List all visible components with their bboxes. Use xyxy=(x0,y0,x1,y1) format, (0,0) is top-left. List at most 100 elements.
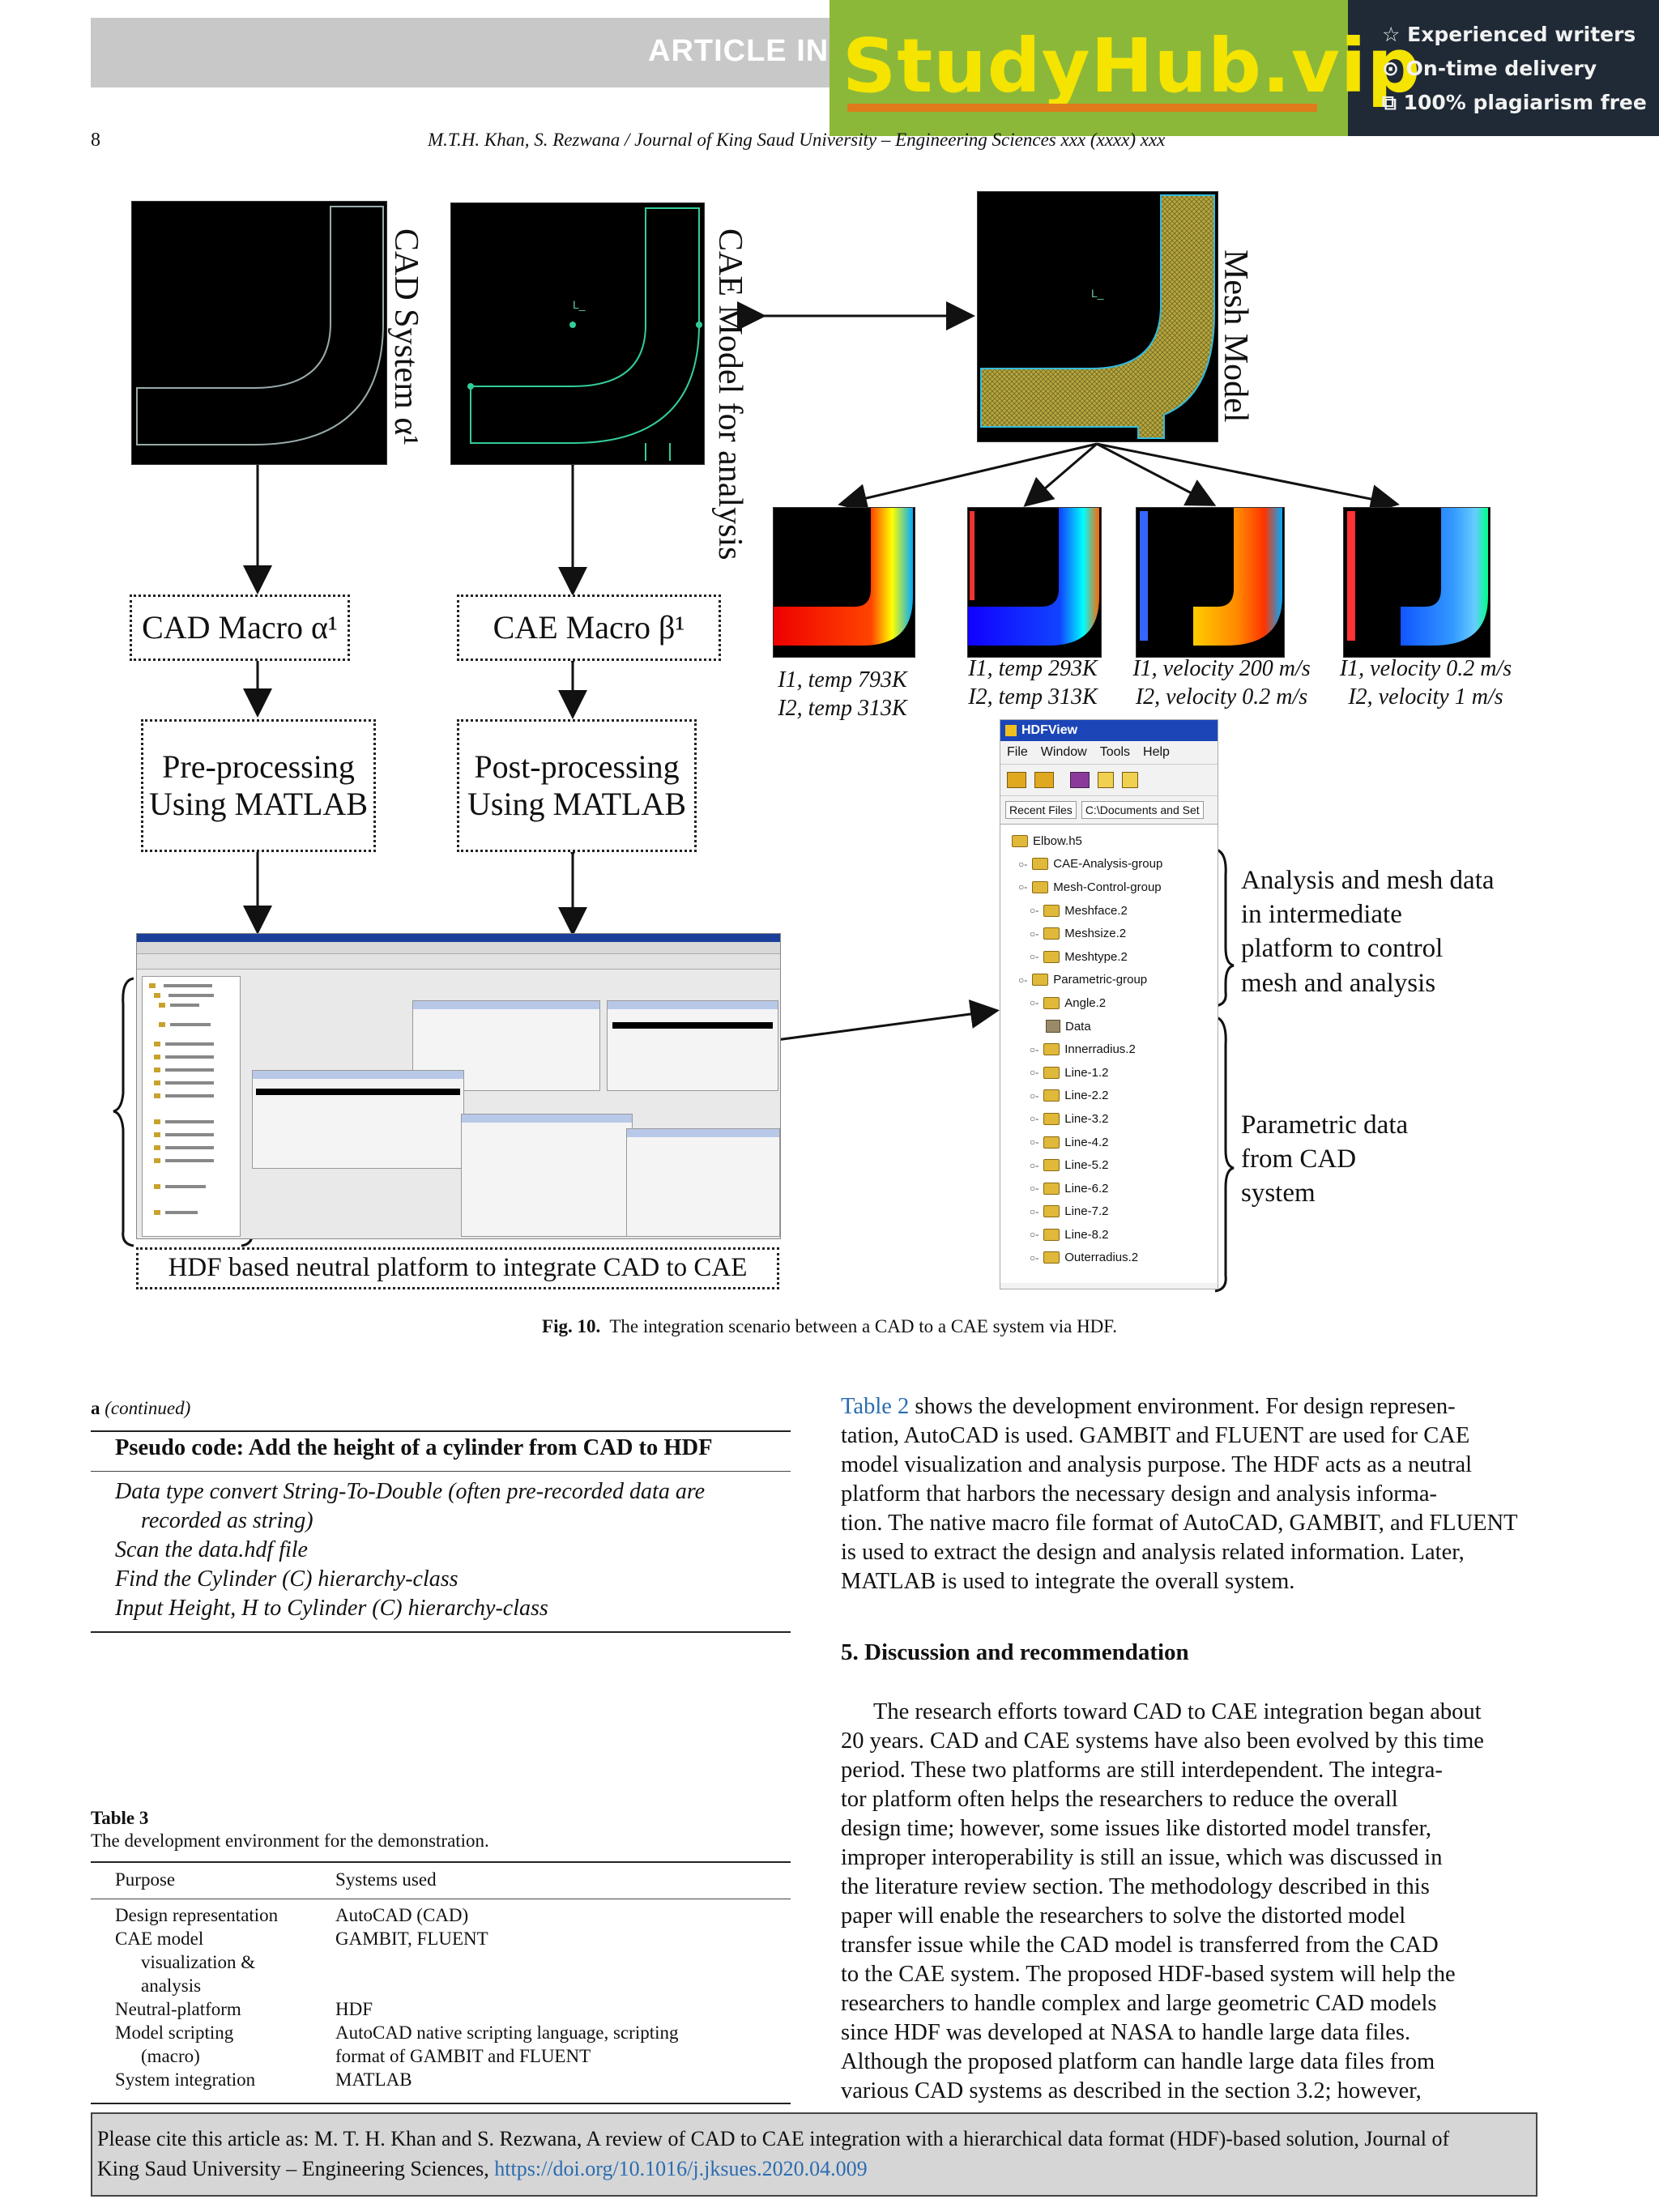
table-cell-purpose: (macro) xyxy=(141,2046,200,2066)
hdf-tree-item[interactable]: ○-Mesh-Control-group xyxy=(1004,876,1218,899)
algorithm-title: Pseudo code: Add the height of a cylinde… xyxy=(115,1435,713,1460)
tree-expander-icon[interactable]: ○- xyxy=(1030,1251,1039,1264)
hdf-tree-item[interactable]: Data xyxy=(1004,1015,1218,1038)
algorithm-bottom-rule xyxy=(91,1631,791,1633)
result-caption-4: I1, velocity 0.2 m/s I2, velocity 1 m/s xyxy=(1339,656,1512,710)
recent-files-path[interactable]: C:\Documents and Set xyxy=(1081,801,1204,819)
hdf-tree-item[interactable]: ○-Meshface.2 xyxy=(1004,899,1218,923)
table3-header-systems: Systems used xyxy=(335,1869,437,1890)
help-book-icon[interactable] xyxy=(1070,772,1090,788)
citation-line-2: King Saud University – Engineering Scien… xyxy=(97,2157,868,2180)
close-file-icon[interactable] xyxy=(1034,772,1054,788)
hdf-tree-item[interactable]: Elbow.h5 xyxy=(1004,829,1218,853)
hdf-tree-item[interactable]: ○-Meshtype.2 xyxy=(1004,945,1218,969)
result-elbow-velocity-high xyxy=(1140,508,1282,646)
folder-icon xyxy=(1043,1112,1060,1125)
open-file-icon[interactable] xyxy=(1007,772,1026,788)
svg-text:L_: L_ xyxy=(573,298,586,311)
menu-tools[interactable]: Tools xyxy=(1099,745,1131,759)
ad-logo-underline xyxy=(847,104,1317,112)
hdf-tree-item[interactable]: ○-Line-7.2 xyxy=(1004,1200,1218,1224)
tree-expander-icon[interactable]: ○- xyxy=(1030,951,1039,963)
table-cell-systems: HDF xyxy=(335,1999,373,2019)
hdf-tree-item[interactable]: ○-Angle.2 xyxy=(1004,991,1218,1015)
hdf-tree-item[interactable]: ○- Line-4.2 xyxy=(1004,1131,1218,1154)
folder-icon xyxy=(1043,1159,1060,1172)
table2-link[interactable]: Table 2 xyxy=(841,1394,910,1419)
result-elbow-temp-hot xyxy=(774,508,913,646)
tree-expander-icon[interactable]: ○- xyxy=(1030,1205,1039,1217)
tree-expander-icon[interactable]: ○- xyxy=(1030,905,1039,917)
menu-file[interactable]: File xyxy=(1007,745,1028,759)
tree-expander-icon[interactable]: ○- xyxy=(1018,858,1028,870)
tree-expander-icon[interactable]: ○- xyxy=(1030,997,1039,1009)
tree-expander-icon[interactable]: ○- xyxy=(1030,1183,1039,1195)
hdf-tree-item-label: Line-8.2 xyxy=(1064,1227,1109,1242)
tree-expander-icon[interactable]: ○- xyxy=(1030,1089,1039,1102)
ad-logo[interactable]: StudyHub.vip xyxy=(842,23,1422,109)
tree-expander-icon[interactable]: ○- xyxy=(1030,1159,1039,1171)
tree-expander-icon[interactable]: ○- xyxy=(1018,881,1028,893)
citation-box: Please cite this article as: M. T. H. Kh… xyxy=(91,2112,1537,2197)
hdfview-window: HDFView File Window Tools Help Recent Fi… xyxy=(1000,719,1218,1289)
hdf5-icon[interactable] xyxy=(1122,772,1138,788)
hdf-tree-item[interactable]: ○-Line-6.2 xyxy=(1004,1177,1218,1200)
hdf-tableview-4 xyxy=(461,1114,633,1237)
doi-link[interactable]: https://doi.org/10.1016/j.jksues.2020.04… xyxy=(494,2157,868,2180)
hdf-tree-item[interactable]: ○-CAE-Analysis-group xyxy=(1004,853,1218,876)
menu-help[interactable]: Help xyxy=(1143,745,1170,759)
paragraph-line: paper will enable the researchers to sol… xyxy=(841,1903,1406,1929)
table3-label: Table 3 xyxy=(91,1808,149,1828)
folder-icon xyxy=(1043,1089,1060,1102)
hdf-tableview-2 xyxy=(607,1000,778,1091)
algorithm-line-1: Data type convert String-To-Double (ofte… xyxy=(115,1479,706,1504)
ad-feature-plagiarism: ⧉ 100% plagiarism free xyxy=(1382,91,1647,114)
hdf-screenshot-menubar xyxy=(137,942,780,954)
table-cell-purpose: visualization & xyxy=(141,1952,256,1972)
hdf4-icon[interactable] xyxy=(1098,772,1114,788)
hdf-tree-item[interactable]: ○-Innerradius.2 xyxy=(1004,1038,1218,1061)
tree-expander-icon[interactable]: ○- xyxy=(1030,1043,1039,1055)
tree-expander-icon[interactable]: ○- xyxy=(1030,1113,1039,1125)
folder-icon xyxy=(1043,904,1060,917)
table3-header-purpose: Purpose xyxy=(115,1869,176,1890)
tree-expander-icon[interactable]: ○- xyxy=(1030,927,1039,940)
hdf-tree-item[interactable]: ○-Line-3.2 xyxy=(1004,1107,1218,1131)
hdfview-titlebar: HDFView xyxy=(1000,720,1218,741)
tree-expander-icon[interactable]: ○- xyxy=(1030,1067,1039,1079)
citation-line-1: Please cite this article as: M. T. H. Kh… xyxy=(97,2127,1450,2150)
hdf-tree-item[interactable]: ○-Line-2.2 xyxy=(1004,1085,1218,1108)
tree-expander-icon[interactable]: ○- xyxy=(1030,1136,1039,1149)
tree-expander-icon[interactable]: ○- xyxy=(1018,974,1028,986)
cad-system-label: CAD System α¹ xyxy=(387,228,424,445)
folder-icon xyxy=(1043,1251,1060,1264)
folder-icon xyxy=(1043,996,1060,1009)
menu-window[interactable]: Window xyxy=(1040,745,1087,759)
table-cell-purpose: Model scripting xyxy=(115,2022,234,2043)
hdf-tree-item[interactable]: ○-Line-5.2 xyxy=(1004,1153,1218,1177)
table-row: (macro)format of GAMBIT and FLUENT xyxy=(115,2044,779,2068)
hdf-tree-item[interactable]: ○-Parametric-group xyxy=(1004,969,1218,992)
recent-files-button[interactable]: Recent Files xyxy=(1005,801,1077,819)
table-row: analysis xyxy=(115,1974,779,1997)
cae-elbow-drawing: L_ xyxy=(467,207,702,461)
hdf-platform-box: HDF based neutral platform to integrate … xyxy=(136,1247,779,1289)
cad-elbow-drawing xyxy=(136,206,384,445)
hdf-tree-item[interactable]: ○-Outerradius.2 xyxy=(1004,1247,1218,1270)
folder-icon xyxy=(1043,950,1060,963)
folder-icon xyxy=(1043,1066,1060,1079)
hdf-tree-item[interactable]: ○- Line-8.2 xyxy=(1004,1223,1218,1247)
hdf-tableview-3 xyxy=(252,1070,464,1169)
cae-model-panel: L_ xyxy=(450,202,705,465)
hdf-tree-item[interactable]: ○-Meshsize.2 xyxy=(1004,922,1218,945)
tree-expander-icon[interactable]: ○- xyxy=(1030,1229,1039,1241)
hdf-tree-item[interactable]: ○-Line-1.2 xyxy=(1004,1061,1218,1085)
result-elbow-velocity-low xyxy=(1347,508,1488,646)
ad-logo-area[interactable] xyxy=(830,0,1348,136)
hdf-tree-item-label: Line-4.2 xyxy=(1064,1135,1109,1149)
